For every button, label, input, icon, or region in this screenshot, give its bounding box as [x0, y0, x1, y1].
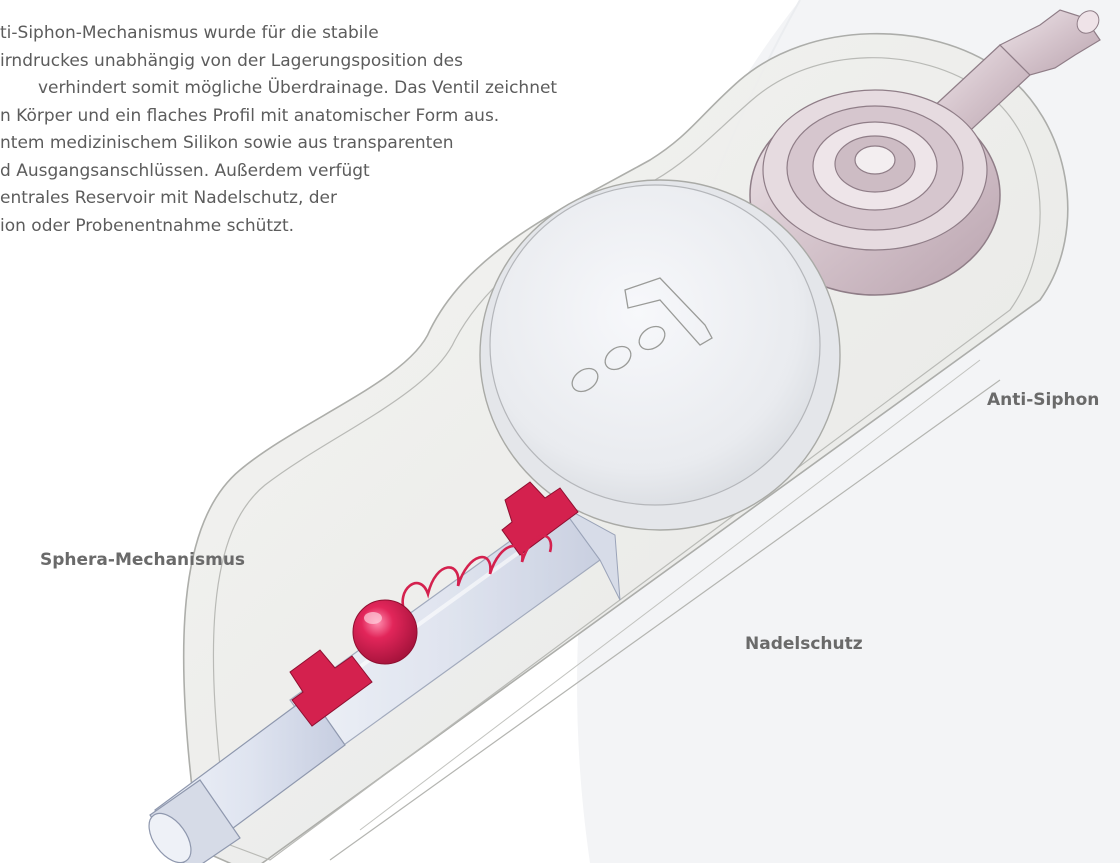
reservoir-dome: [480, 180, 840, 530]
anti-siphon-label: Anti-Siphon: [987, 390, 1099, 410]
sphera-mechanism-label: Sphera-Mechanismus: [40, 550, 245, 570]
nadelschutz-label: Nadelschutz: [745, 634, 863, 654]
